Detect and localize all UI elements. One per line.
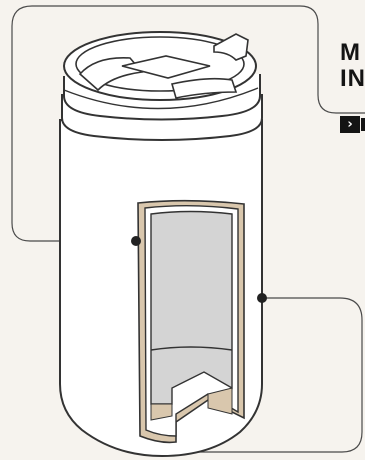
chevron-right-icon[interactable]: ›	[340, 116, 360, 133]
callout-dot-top	[131, 236, 141, 246]
callout-dot-bottom	[257, 293, 267, 303]
callout-heading-line1: M	[340, 40, 365, 66]
callout-heading: M IN	[340, 40, 365, 92]
callout-text-fragment	[361, 118, 365, 131]
callout-heading-line2: IN	[340, 66, 365, 92]
cutaway-inner-cavity	[151, 212, 232, 405]
